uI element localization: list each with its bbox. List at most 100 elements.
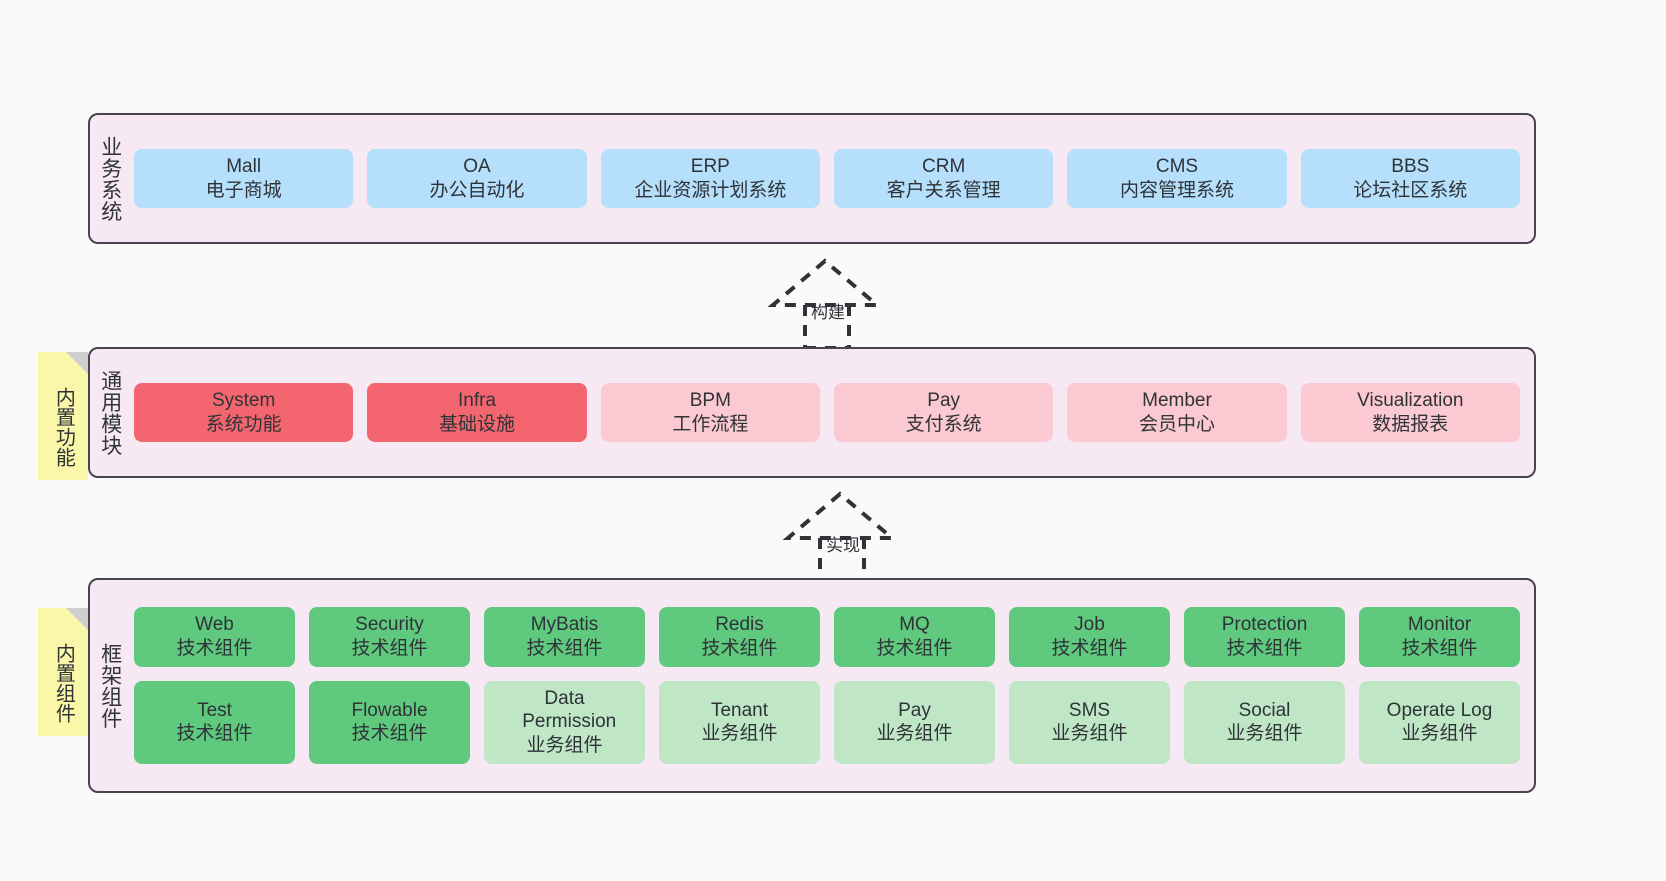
sticky-note-label: 内置功能 — [52, 387, 75, 467]
layer-framework-component-title: 框架组件 — [98, 642, 122, 729]
card-title-en: Social — [1238, 699, 1291, 721]
card-title-en: OA — [463, 155, 491, 177]
card-row: Web 技术组件 Security 技术组件 MyBatis 技术组件 Redi… — [134, 606, 1520, 667]
card-cms[interactable]: CMS 内容管理系统 — [1067, 148, 1287, 209]
card-row: Test 技术组件 Flowable 技术组件 Data Permission … — [134, 680, 1520, 765]
card-title-en: BBS — [1391, 155, 1430, 177]
card-row: Mall 电子商城 OA 办公自动化 ERP 企业资源计划系统 CRM 客户关系… — [134, 148, 1520, 209]
card-pay[interactable]: Pay 支付系统 — [833, 382, 1054, 443]
card-operate-log[interactable]: Operate Log 业务组件 — [1359, 680, 1520, 765]
card-title-cn: 办公自动化 — [429, 179, 525, 201]
card-title-cn: 企业资源计划系统 — [634, 179, 787, 201]
card-oa[interactable]: OA 办公自动化 — [367, 148, 587, 209]
card-title-en: Operate Log — [1386, 699, 1493, 721]
card-title-en: System — [211, 389, 276, 411]
card-title-en: MQ — [899, 613, 930, 635]
card-data-permission[interactable]: Data Permission 业务组件 — [484, 680, 645, 765]
connector-build: 构建 — [755, 258, 935, 350]
sticky-note-builtin-features: 内置功能 — [38, 352, 88, 480]
card-title-cn: 业务组件 — [1226, 723, 1303, 745]
card-title-cn: 数据报表 — [1372, 413, 1449, 435]
layer-common-module: 通用模块 System 系统功能 Infra 基础设施 BPM 工作流程 Pay… — [88, 347, 1536, 478]
card-title-cn: 技术组件 — [701, 637, 778, 659]
connector-build-label: 构建 — [811, 303, 845, 322]
card-title-en: Flowable — [351, 699, 428, 721]
card-title-cn: 技术组件 — [526, 637, 603, 659]
layer-business-system-title: 业务系统 — [98, 135, 122, 222]
card-title-cn: 基础设施 — [438, 413, 515, 435]
card-title-cn: 论坛社区系统 — [1353, 179, 1468, 201]
layer-framework-component: 框架组件 Web 技术组件 Security 技术组件 MyBatis 技术组件… — [88, 578, 1536, 793]
card-mybatis[interactable]: MyBatis 技术组件 — [484, 606, 645, 667]
card-title-en: Monitor — [1407, 613, 1472, 635]
card-bbs[interactable]: BBS 论坛社区系统 — [1300, 148, 1520, 209]
layer-business-system-body: Mall 电子商城 OA 办公自动化 ERP 企业资源计划系统 CRM 客户关系… — [130, 115, 1534, 242]
card-title-cn: 技术组件 — [1051, 637, 1128, 659]
card-security[interactable]: Security 技术组件 — [309, 606, 470, 667]
card-pay-component[interactable]: Pay 业务组件 — [834, 680, 995, 765]
card-redis[interactable]: Redis 技术组件 — [659, 606, 820, 667]
card-title-cn: 业务组件 — [1401, 723, 1478, 745]
card-title-en: Visualization — [1357, 389, 1464, 411]
connector-build-arrow — [767, 258, 883, 350]
card-sms[interactable]: SMS 业务组件 — [1009, 680, 1170, 765]
card-title-cn: 业务组件 — [526, 735, 603, 757]
card-title-en: Web — [195, 613, 234, 635]
card-title-cn: 工作流程 — [672, 413, 749, 435]
card-title-en: Test — [197, 699, 232, 721]
card-protection[interactable]: Protection 技术组件 — [1184, 606, 1345, 667]
card-title-cn: 技术组件 — [176, 723, 253, 745]
card-title-en: CMS — [1155, 155, 1199, 177]
layer-common-module-title: 通用模块 — [98, 369, 122, 456]
card-title-en: Member — [1142, 389, 1212, 411]
card-system[interactable]: System 系统功能 — [134, 382, 354, 443]
card-mall[interactable]: Mall 电子商城 — [134, 148, 354, 209]
card-title-cn: 业务组件 — [876, 723, 953, 745]
card-title-cn: 技术组件 — [176, 637, 253, 659]
card-title-en: Pay — [927, 389, 961, 411]
card-title-en: CRM — [922, 155, 966, 177]
card-title-cn: 技术组件 — [351, 637, 428, 659]
card-title-cn: 技术组件 — [1226, 637, 1303, 659]
layer-common-module-body: System 系统功能 Infra 基础设施 BPM 工作流程 Pay 支付系统… — [130, 349, 1534, 476]
card-title-en: Job — [1074, 613, 1105, 635]
card-title-cn: 电子商城 — [205, 179, 282, 201]
card-title-cn: 业务组件 — [1051, 723, 1128, 745]
card-title-cn: 内容管理系统 — [1119, 179, 1234, 201]
card-title-en: Mall — [226, 155, 262, 177]
card-title-en: Infra — [457, 389, 496, 411]
card-mq[interactable]: MQ 技术组件 — [834, 606, 995, 667]
card-monitor[interactable]: Monitor 技术组件 — [1359, 606, 1520, 667]
card-social[interactable]: Social 业务组件 — [1184, 680, 1345, 765]
card-title-en: Redis — [715, 613, 764, 635]
card-title-en: MyBatis — [530, 613, 599, 635]
card-title-cn: 客户关系管理 — [886, 179, 1001, 201]
card-title-cn: 技术组件 — [1401, 637, 1478, 659]
card-title-en: Tenant — [710, 699, 769, 721]
sticky-note-label: 内置组件 — [52, 643, 75, 723]
card-visualization[interactable]: Visualization 数据报表 — [1300, 382, 1520, 443]
card-flowable[interactable]: Flowable 技术组件 — [309, 680, 470, 765]
card-title-cn: 技术组件 — [351, 723, 428, 745]
card-erp[interactable]: ERP 企业资源计划系统 — [600, 148, 820, 209]
card-title-en: Data Permission — [522, 687, 617, 733]
card-test[interactable]: Test 技术组件 — [134, 680, 295, 765]
card-tenant[interactable]: Tenant 业务组件 — [659, 680, 820, 765]
card-title-en: BPM — [689, 389, 731, 411]
connector-implement: 实现 — [770, 491, 950, 583]
card-title-en: Protection — [1221, 613, 1308, 635]
card-title-cn: 业务组件 — [701, 723, 778, 745]
card-title-en: SMS — [1068, 699, 1111, 721]
card-job[interactable]: Job 技术组件 — [1009, 606, 1170, 667]
layer-framework-component-body: Web 技术组件 Security 技术组件 MyBatis 技术组件 Redi… — [130, 580, 1534, 791]
connector-implement-label: 实现 — [826, 536, 860, 555]
card-member[interactable]: Member 会员中心 — [1067, 382, 1287, 443]
card-infra[interactable]: Infra 基础设施 — [367, 382, 587, 443]
sticky-note-builtin-components: 内置组件 — [38, 608, 88, 736]
card-crm[interactable]: CRM 客户关系管理 — [833, 148, 1054, 209]
card-title-en: Pay — [898, 699, 931, 721]
card-title-cn: 系统功能 — [205, 413, 282, 435]
card-web[interactable]: Web 技术组件 — [134, 606, 295, 667]
card-bpm[interactable]: BPM 工作流程 — [600, 382, 820, 443]
card-title-cn: 会员中心 — [1138, 413, 1215, 435]
